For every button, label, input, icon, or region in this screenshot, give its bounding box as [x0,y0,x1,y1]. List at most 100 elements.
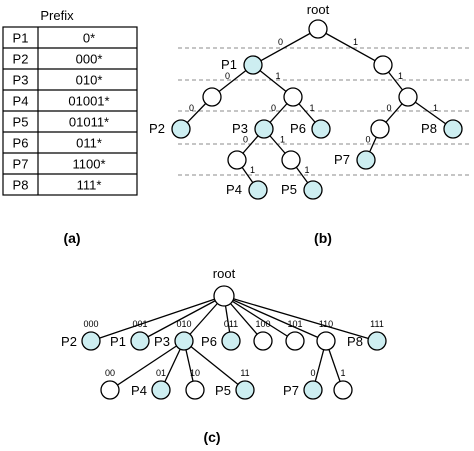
trie-b-edge-bit: 0 [365,135,370,145]
panel-label-a: (a) [63,230,80,246]
trie-b-edge-bit: 1 [353,37,358,47]
trie-b-edge-bit: 0 [189,103,194,113]
trie-b-edge-bit: 1 [304,165,309,175]
trie-c-prefix-label: 000 [83,319,98,329]
trie-c-prefix-label: 0 [310,368,315,378]
trie-b-node-label: P2 [149,121,165,136]
trie-c-node-label: P7 [283,383,299,398]
trie-c-node [333,380,353,400]
trie-c-node-label: P8 [347,334,363,349]
table-cell-prefix: 0* [83,31,95,46]
trie-b-prefix-node [243,55,263,75]
trie-c-prefix-label: 01 [156,368,166,378]
trie-c-node-label: P1 [110,334,126,349]
trie-b-node-label: P6 [290,121,306,136]
table-cell-name: P1 [13,31,29,46]
trie-b-edge-bit: 1 [398,71,403,81]
trie-b-edge-bit: 1 [250,165,255,175]
trie-b-node [202,87,222,107]
trie-b-node [398,87,418,107]
trie-b-node [308,19,328,39]
trie-c-prefix-label: 11 [240,368,249,378]
table-cell-name: P2 [13,52,29,67]
trie-b-edge-bit: 1 [275,71,280,81]
trie-b-prefix-node [248,180,268,200]
trie-b-node [373,55,393,75]
table-cell-name: P4 [13,94,29,109]
trie-c-prefix-label: 110 [319,319,333,329]
trie-c-node-label: P5 [215,383,231,398]
trie-b-edge-bit: 0 [225,71,230,81]
table-cell-name: P6 [13,136,29,151]
trie-c-prefix-label: 101 [287,319,302,329]
trie-b-node-label: P5 [281,182,297,197]
trie-b-prefix-node [356,150,376,170]
table-header: Prefix [40,8,74,23]
trie-c-node-label: P6 [201,334,217,349]
trie-b-prefix-node [254,119,274,139]
table-cell-prefix: 011* [76,136,102,151]
trie-c-edge [90,295,225,342]
trie-b-node [281,150,301,170]
table-cell-prefix: 010* [76,73,103,88]
trie-b-edge-bit: 0 [271,103,276,113]
table-cell-prefix: 111* [77,178,102,193]
trie-c-prefix-node [221,331,241,351]
trie-c-prefix-node [174,331,194,351]
trie-c-root-node [213,285,235,307]
trie-b-node [370,119,390,139]
trie-c-prefix-node [81,331,101,351]
trie-b-edge-bit: 0 [386,103,391,113]
trie-c-edge [183,340,246,391]
trie-c-node [316,331,336,351]
trie-b-prefix-node [311,119,331,139]
trie-c-prefix-node [130,331,150,351]
trie-c-prefix-label: 1 [340,368,345,378]
panel-label-b: (b) [314,230,332,246]
trie-c-prefix-label: 10 [190,368,200,378]
trie-b-node-label: P1 [221,57,237,72]
trie-c-edge [223,295,378,342]
trie-b-node-label: P3 [232,121,248,136]
trie-b-prefix-node [171,119,191,139]
trie-b-edge-bit: 0 [278,37,283,47]
trie-c-prefix-label: 011 [224,319,238,329]
trie-c-node [185,380,205,400]
table-cell-name: P7 [13,157,29,172]
trie-b-prefix-node [303,180,323,200]
table-cell-name: P5 [13,115,29,130]
trie-c-edge [223,295,327,342]
trie-c-edge [109,340,185,391]
table-cell-name: P3 [13,73,29,88]
trie-b-node-label: P8 [421,121,437,136]
trie-b-node [283,87,303,107]
trie-c-prefix-label: 00 [105,368,115,378]
trie-b-node-label: P4 [226,182,242,197]
table-cell-prefix: 1100* [72,157,105,172]
trie-c-node [100,380,120,400]
trie-c-root-label: root [213,266,236,281]
trie-b-edge-bit: 1 [309,103,314,113]
trie-c-node-label: P3 [154,334,170,349]
trie-b-root-label: root [307,2,330,17]
trie-b-edge-bit: 1 [433,103,438,113]
trie-c-edge [139,295,225,342]
trie-c-prefix-node [367,331,387,351]
table-cell-name: P8 [13,178,29,193]
trie-b-edge [252,28,319,66]
trie-c-prefix-node [303,380,323,400]
trie-c-prefix-label: 010 [176,319,191,329]
panel-label-c: (c) [203,429,220,445]
trie-c-node [285,331,305,351]
trie-c-node-label: P4 [131,383,147,398]
trie-c-node-label: P2 [61,334,77,349]
trie-c-prefix-label: 001 [132,319,147,329]
trie-b-edge [317,28,384,66]
